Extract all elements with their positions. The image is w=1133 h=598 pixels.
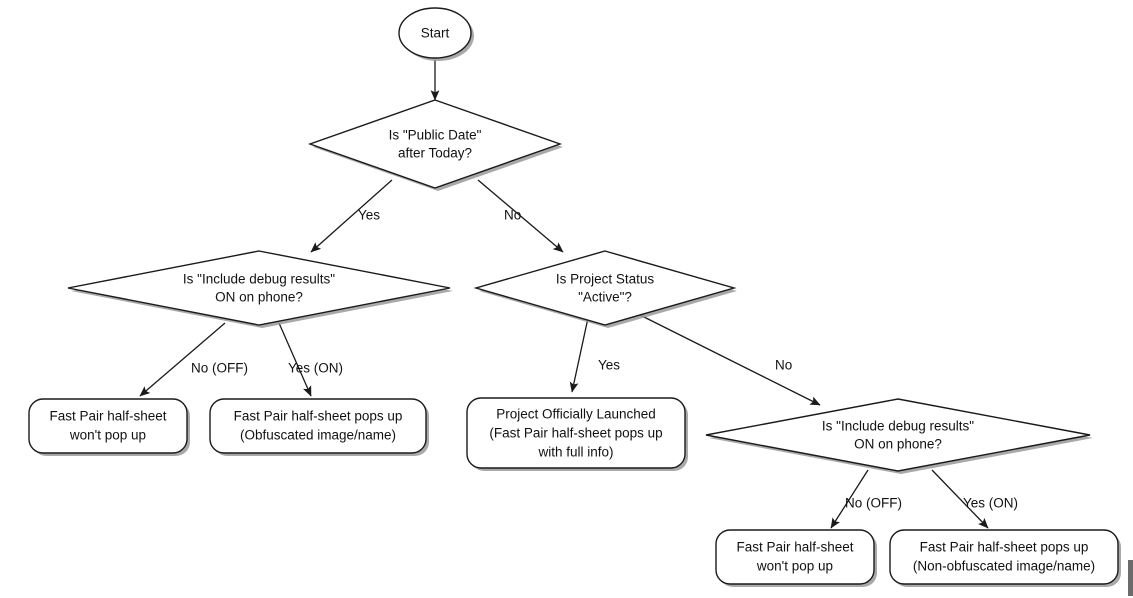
- node-decision-debug-left[interactable]: Is "Include debug results" ON on phone?: [67, 250, 453, 328]
- node-start[interactable]: Start: [398, 7, 474, 61]
- decision-public-date-line2: after Today?: [398, 146, 472, 161]
- result-right-on-line1: Fast Pair half-sheet pops up: [920, 540, 1089, 555]
- decision-project-status-line2: "Active"?: [578, 290, 632, 305]
- decision-debug-left-line1: Is "Include debug results": [183, 272, 335, 287]
- decision-project-status-diamond: [473, 250, 737, 326]
- decision-debug-right-line1: Is "Include debug results": [822, 419, 974, 434]
- result-left-on-line1: Fast Pair half-sheet pops up: [234, 409, 403, 424]
- result-right-off-box: [715, 529, 875, 585]
- decision-debug-right-diamond: [705, 398, 1091, 472]
- node-decision-project-status[interactable]: Is Project Status "Active"?: [473, 250, 737, 328]
- edge-label-debug-right-off: No (OFF): [845, 496, 902, 511]
- edge-label-debug-left-off: No (OFF): [191, 361, 248, 376]
- result-right-on-line2: (Non-obfuscated image/name): [913, 559, 1095, 574]
- edge-label-public-date-no: No: [504, 208, 521, 223]
- result-left-off-line2: won't pop up: [69, 428, 146, 443]
- edge-debug-right-off: [830, 469, 869, 529]
- edge-label-public-date-yes: Yes: [358, 208, 380, 223]
- result-launched-line3: with full info): [537, 445, 613, 460]
- edge-debug-right-on: [931, 469, 989, 529]
- node-result-right-off[interactable]: Fast Pair half-sheet won't pop up: [715, 529, 877, 587]
- node-result-left-off[interactable]: Fast Pair half-sheet won't pop up: [28, 398, 190, 456]
- edge-public-date-no: [477, 179, 564, 253]
- edges-layer: [139, 60, 989, 529]
- result-launched-box: [466, 397, 686, 469]
- decision-project-status-line1: Is Project Status: [556, 272, 655, 287]
- start-ellipse: [398, 7, 472, 59]
- decision-public-date-diamond: [307, 99, 563, 189]
- result-right-off-line1: Fast Pair half-sheet: [736, 540, 853, 555]
- node-result-launched[interactable]: Project Officially Launched (Fast Pair h…: [466, 397, 688, 471]
- result-launched-line1: Project Officially Launched: [496, 407, 656, 422]
- result-right-on-box: [889, 529, 1119, 585]
- result-left-on-box: [209, 398, 427, 454]
- result-launched-line2: (Fast Pair half-sheet pops up: [489, 426, 662, 441]
- edge-label-debug-right-on: Yes (ON): [963, 496, 1018, 511]
- decision-debug-left-line2: ON on phone?: [215, 290, 303, 305]
- node-decision-debug-right[interactable]: Is "Include debug results" ON on phone?: [705, 398, 1093, 474]
- node-decision-public-date[interactable]: Is "Public Date" after Today?: [307, 99, 563, 191]
- result-left-on-line2: (Obfuscated image/name): [240, 428, 396, 443]
- decision-debug-left-diamond: [67, 250, 451, 326]
- edge-labels-layer: Yes No No (OFF) Yes (ON) Yes No No (OFF)…: [191, 208, 1018, 511]
- edge-label-debug-left-on: Yes (ON): [288, 361, 343, 376]
- result-left-off-box: [28, 398, 188, 454]
- edge-project-status-no: [639, 314, 821, 406]
- result-left-off-line1: Fast Pair half-sheet: [49, 409, 166, 424]
- node-result-right-on[interactable]: Fast Pair half-sheet pops up (Non-obfusc…: [889, 529, 1121, 587]
- result-right-off-line2: won't pop up: [756, 559, 833, 574]
- decision-public-date-line1: Is "Public Date": [389, 128, 482, 143]
- start-label: Start: [421, 26, 450, 41]
- node-result-left-on[interactable]: Fast Pair half-sheet pops up (Obfuscated…: [209, 398, 429, 456]
- edge-project-status-yes: [569, 317, 589, 393]
- edge-label-project-status-yes: Yes: [598, 358, 620, 373]
- decision-debug-right-line2: ON on phone?: [854, 437, 942, 452]
- right-edge-artifact: [1128, 560, 1133, 596]
- edge-debug-left-on: [278, 322, 312, 397]
- edge-public-date-yes: [310, 179, 393, 253]
- edge-debug-left-off: [139, 322, 226, 397]
- edge-label-project-status-no: No: [775, 358, 792, 373]
